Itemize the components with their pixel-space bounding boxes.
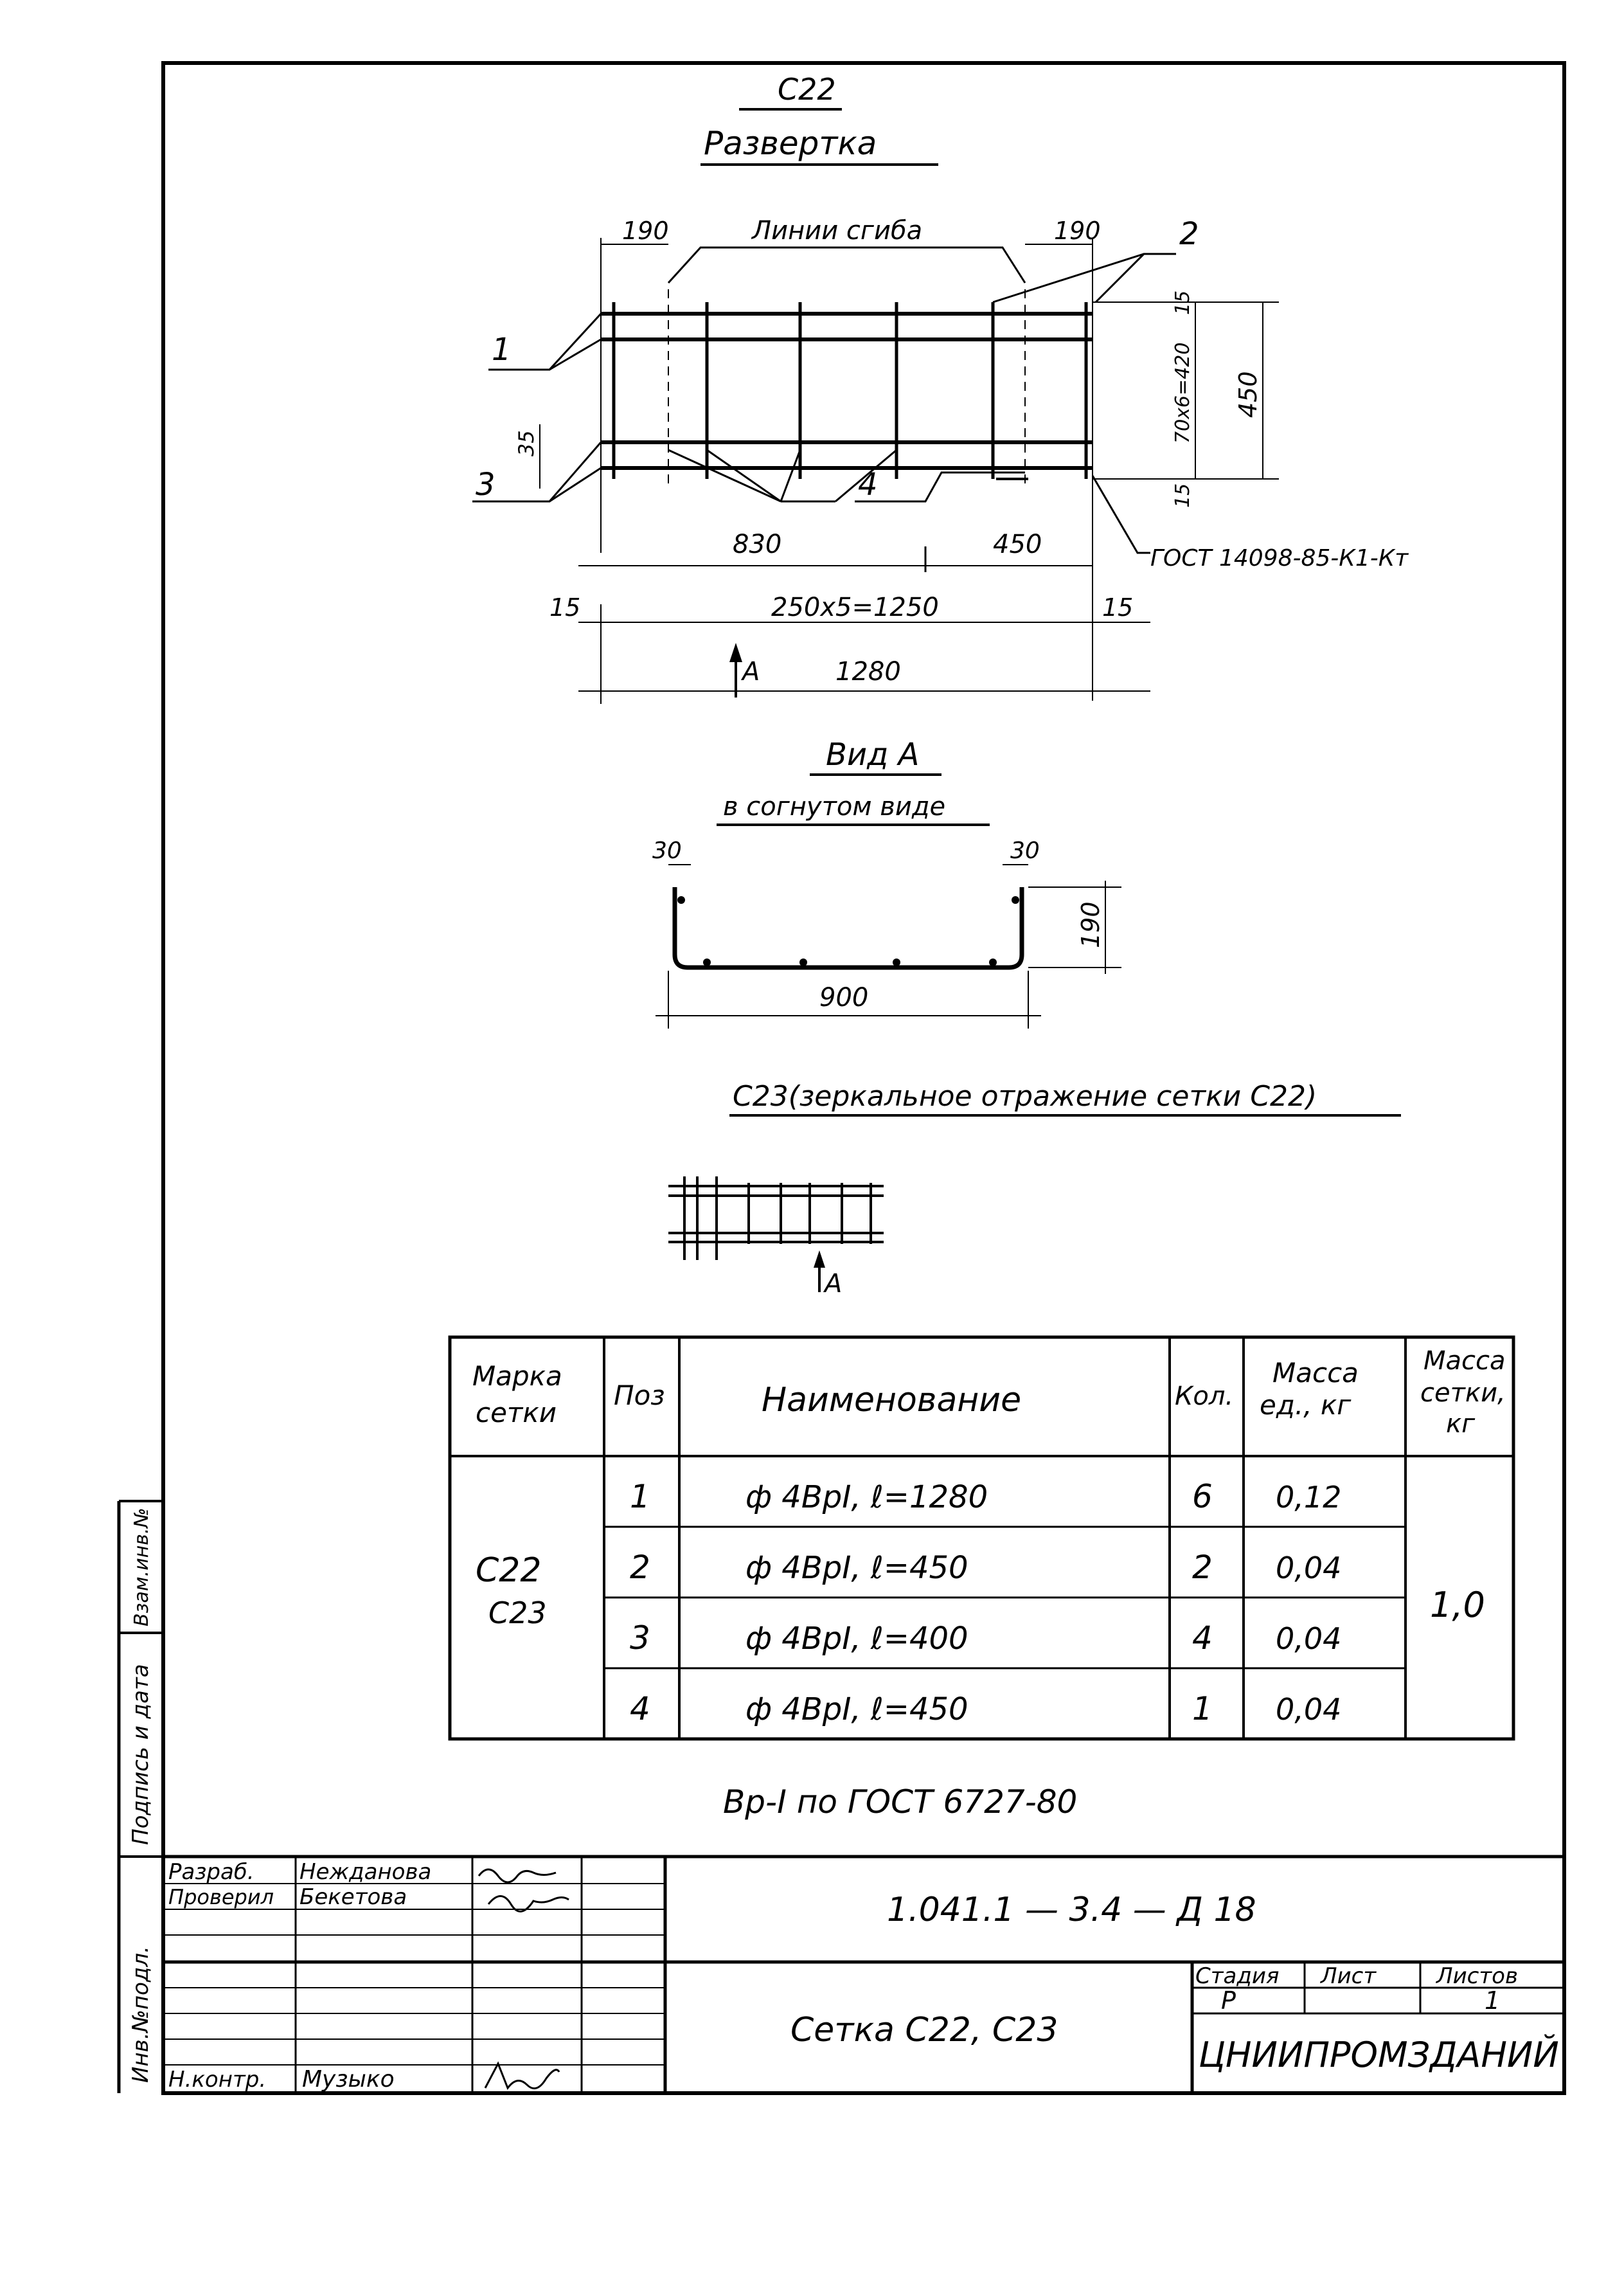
role-normcontrol: Н.контр. xyxy=(168,2067,266,2092)
mirror-arrow-label: А xyxy=(823,1269,842,1299)
dim-35: 35 xyxy=(514,430,539,456)
c22-subtitle: Развертка xyxy=(704,125,877,162)
header-mesh-mass-3: кг xyxy=(1446,1409,1476,1439)
role-developer: Разраб. xyxy=(168,1859,254,1885)
organization: ЦНИИПРОМЗДАНИЙ xyxy=(1199,2035,1559,2075)
row4-pos: 4 xyxy=(630,1690,650,1727)
doc-code: 1.041.1 — 3.4 — Д 18 xyxy=(887,1891,1256,1929)
signature-checker xyxy=(487,1895,569,1913)
row4-qty: 1 xyxy=(1192,1690,1213,1727)
pos-label-3: 3 xyxy=(476,467,495,503)
mirror-note: С23(зеркальное отражение сетки С22) xyxy=(733,1080,1317,1113)
view-a: Вид А в согнутом виде 30 30 190 900 xyxy=(652,737,1121,1029)
bend-lines xyxy=(668,289,1026,489)
role-checker: Проверил xyxy=(168,1885,274,1909)
c22-title: С22 xyxy=(778,72,836,107)
mesh-transverse-bars xyxy=(612,302,1088,479)
title-block: Разраб. Проверил Н.контр. Нежданова Беке… xyxy=(163,1855,1564,2093)
row3-name: ф 4ВрI, ℓ=400 xyxy=(745,1621,968,1657)
view-a-dim-900: 900 xyxy=(819,983,868,1013)
view-a-dim-190: 190 xyxy=(1076,901,1105,948)
stamp-sign: Подпись и дата xyxy=(128,1664,154,1845)
mark-c23: С23 xyxy=(488,1596,547,1630)
row3-pos: 3 xyxy=(630,1619,650,1657)
dim-15-top: 15 xyxy=(1172,291,1194,315)
row2-qty: 2 xyxy=(1192,1549,1213,1586)
dim-190-right: 190 xyxy=(1054,217,1101,245)
item-name: Сетка С22, С23 xyxy=(790,2011,1058,2049)
pos-label-2: 2 xyxy=(1179,216,1199,252)
header-qty: Кол. xyxy=(1175,1382,1233,1411)
stage-header: Стадия xyxy=(1195,1963,1279,1989)
row1-pos: 1 xyxy=(630,1478,650,1515)
dim-70x6: 70х6=420 xyxy=(1172,343,1194,444)
dim-190-left: 190 xyxy=(622,217,669,245)
row4-mass: 0,04 xyxy=(1276,1692,1341,1727)
row1-mass: 0,12 xyxy=(1276,1480,1341,1515)
stamp-replace: Взам.инв.№ xyxy=(130,1508,153,1626)
signature-normcontrol xyxy=(484,2061,560,2091)
signature-developer xyxy=(477,1868,557,1884)
view-a-arrow-label: А xyxy=(740,657,760,687)
view-a-dim-30-right: 30 xyxy=(1010,838,1040,864)
row2-mass: 0,04 xyxy=(1276,1551,1341,1585)
c23-mini-mesh xyxy=(668,1176,884,1292)
sheet-header: Лист xyxy=(1319,1963,1377,1989)
name-developer: Нежданова xyxy=(299,1859,431,1885)
view-a-title: Вид А xyxy=(826,737,919,773)
header-mesh-mass-2: сетки, xyxy=(1420,1378,1506,1408)
header-mesh-mass-1: Масса xyxy=(1423,1346,1506,1376)
row2-pos: 2 xyxy=(630,1549,650,1586)
row3-qty: 4 xyxy=(1192,1619,1213,1657)
row1-qty: 6 xyxy=(1192,1478,1213,1515)
sheets-header: Листов xyxy=(1435,1963,1518,1989)
dim-15-left: 15 xyxy=(549,593,580,622)
header-mark-1: Марка xyxy=(472,1360,562,1392)
dim-1280: 1280 xyxy=(835,657,901,687)
sheet-frame xyxy=(161,61,1566,2095)
c23-section: С23(зеркальное отражение сетки С22) А xyxy=(668,1080,1401,1299)
pos-label-4: 4 xyxy=(858,467,878,503)
row3-mass: 0,04 xyxy=(1276,1621,1341,1656)
side-stamp: Инв.№подл. Подпись и дата Взам.инв.№ xyxy=(117,1500,163,2093)
dim-450-vertical: 450 xyxy=(1234,371,1262,418)
pos-label-1: 1 xyxy=(492,332,512,368)
header-mark-2: сетки xyxy=(476,1397,557,1428)
gost-label: ГОСТ 14098-85-К1-Кт xyxy=(1150,545,1409,572)
steel-note: Вр-I по ГОСТ 6727-80 xyxy=(723,1783,1077,1821)
spec-table: Марка сетки Поз Наименование Кол. Масса … xyxy=(448,1335,1515,1741)
header-name: Наименование xyxy=(762,1381,1021,1419)
view-a-section xyxy=(672,887,1024,970)
row4-name: ф 4ВрI, ℓ=450 xyxy=(745,1691,968,1727)
mesh-longitudinal-bars xyxy=(601,312,1093,470)
mark-c22: С22 xyxy=(476,1551,541,1590)
stamp-inv: Инв.№подл. xyxy=(128,1946,154,2083)
dim-250x5: 250х5=1250 xyxy=(771,593,939,622)
dim-830: 830 xyxy=(733,530,781,559)
view-a-dim-30-left: 30 xyxy=(652,838,682,864)
dimension-lines xyxy=(539,238,1279,704)
name-checker: Бекетова xyxy=(299,1884,407,1910)
header-unit-mass-1: Масса xyxy=(1272,1357,1359,1389)
stage-value: Р xyxy=(1221,1986,1236,2015)
leader-lines xyxy=(472,246,1176,554)
row2-name: ф 4ВрI, ℓ=450 xyxy=(745,1550,968,1586)
sheets-value: 1 xyxy=(1485,1986,1500,2015)
bend-lines-label: Линии сгиба xyxy=(751,216,922,246)
dim-15-bottom: 15 xyxy=(1172,483,1194,508)
c22-layout: С22 Развертка xyxy=(472,72,1409,704)
view-a-subtitle: в согнутом виде xyxy=(723,792,945,822)
header-pos: Поз xyxy=(614,1380,665,1411)
dim-15-right: 15 xyxy=(1102,593,1133,622)
row1-name: ф 4ВрI, ℓ=1280 xyxy=(745,1479,988,1515)
name-normcontrol: Музыко xyxy=(302,2066,395,2092)
header-unit-mass-2: ед., кг xyxy=(1260,1389,1352,1421)
dim-450-horizontal: 450 xyxy=(993,530,1042,559)
total-mass: 1,0 xyxy=(1430,1585,1485,1625)
